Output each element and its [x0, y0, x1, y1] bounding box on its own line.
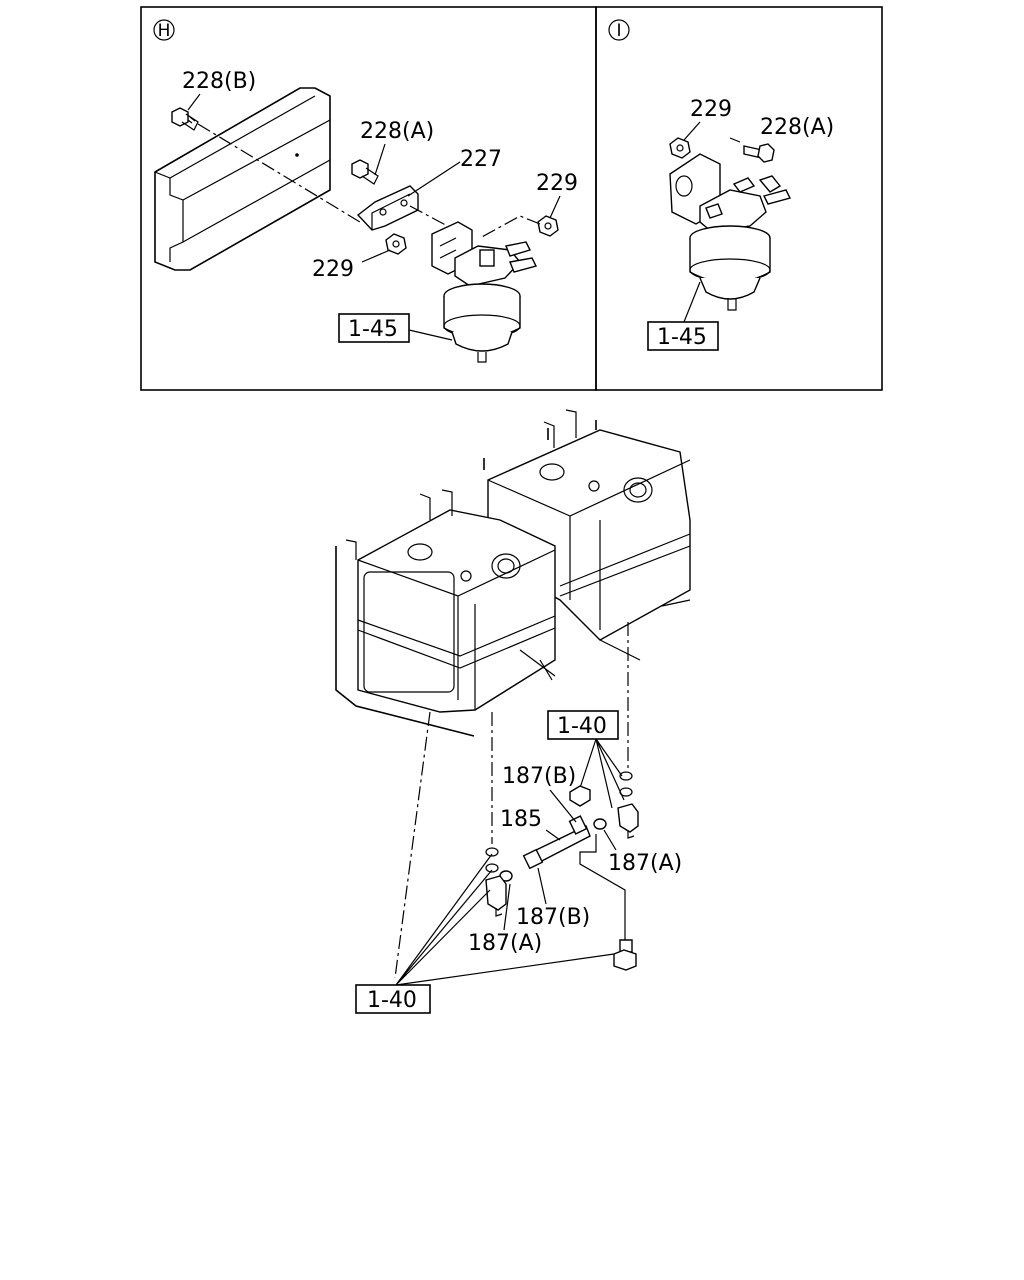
- panel-h: H 228(B) 228(A): [140, 6, 597, 391]
- fuel-filter-i: [669, 153, 792, 311]
- view-marker-i: I: [616, 21, 621, 41]
- ref-1-40-bottom: 1-40: [367, 988, 417, 1013]
- leader-187b-lower: [537, 867, 547, 905]
- ref-box-1-45-h: [338, 313, 410, 343]
- leader-229-right: [549, 195, 561, 219]
- leader-1-45-h: [408, 329, 453, 341]
- label-228b: 228(B): [182, 69, 256, 94]
- leader-229-left: [361, 249, 391, 263]
- ref-box-1-45-i: [647, 321, 719, 351]
- panel-i: I 229 228(A) 1-45: [595, 6, 883, 391]
- ref-1-40-top: 1-40: [557, 714, 607, 739]
- bolt-228b: [171, 107, 199, 131]
- label-229-i: 229: [690, 97, 732, 122]
- label-187a-right: 187(A): [608, 851, 682, 876]
- view-marker-i-circle: [608, 19, 630, 41]
- leader-229-i: [683, 121, 701, 141]
- label-227: 227: [460, 147, 502, 172]
- leader-227: [407, 161, 461, 197]
- bracket-227: [356, 185, 419, 231]
- panel-i-frame: [595, 6, 883, 391]
- leaders-1-40-top: [579, 738, 625, 809]
- label-185: 185: [500, 807, 542, 832]
- leader-228a-text: [374, 143, 386, 176]
- fuel-filter-h: [431, 221, 538, 363]
- nut-229-left: [385, 233, 407, 255]
- label-229-left: 229: [312, 257, 354, 282]
- leader-228b: [197, 123, 361, 223]
- view-marker-h-circle: [153, 19, 175, 41]
- ref-1-45-h: 1-45: [348, 317, 398, 342]
- leader-185: [545, 829, 561, 841]
- view-marker-h: H: [158, 21, 171, 41]
- label-229-right: 229: [536, 171, 578, 196]
- pipe-185: [499, 815, 626, 940]
- label-187b-upper: 187(B): [502, 764, 576, 789]
- nut-229-i: [669, 137, 691, 159]
- label-228a-i: 228(A): [760, 115, 834, 140]
- bolt-228a-i: [743, 143, 775, 163]
- ref-1-45-i: 1-45: [657, 325, 707, 350]
- label-187b-lower: 187(B): [516, 905, 590, 930]
- leader-187a-right: [603, 829, 617, 851]
- leaders-1-40-bottom: [395, 853, 615, 986]
- fittings-right: [569, 771, 639, 839]
- leader-tank-left: [394, 711, 431, 979]
- ref-box-1-40-top: [547, 710, 619, 740]
- leader-1-45-i: [683, 281, 701, 323]
- leader-229-right-dash: [479, 215, 541, 239]
- fittings-left: [485, 847, 507, 917]
- leader-228b-text: [187, 93, 201, 111]
- leader-187a-left: [503, 883, 511, 931]
- nut-229-right: [537, 215, 559, 237]
- label-187a-left: 187(A): [468, 931, 542, 956]
- ref-box-1-40-bottom: [355, 984, 431, 1014]
- leader-187b-upper: [549, 789, 577, 823]
- drain-bolt: [613, 939, 637, 971]
- label-228a: 228(A): [360, 119, 434, 144]
- leader-228a-i: [729, 137, 741, 143]
- fuel-tank-front: [335, 489, 556, 737]
- bolt-228a: [351, 159, 379, 185]
